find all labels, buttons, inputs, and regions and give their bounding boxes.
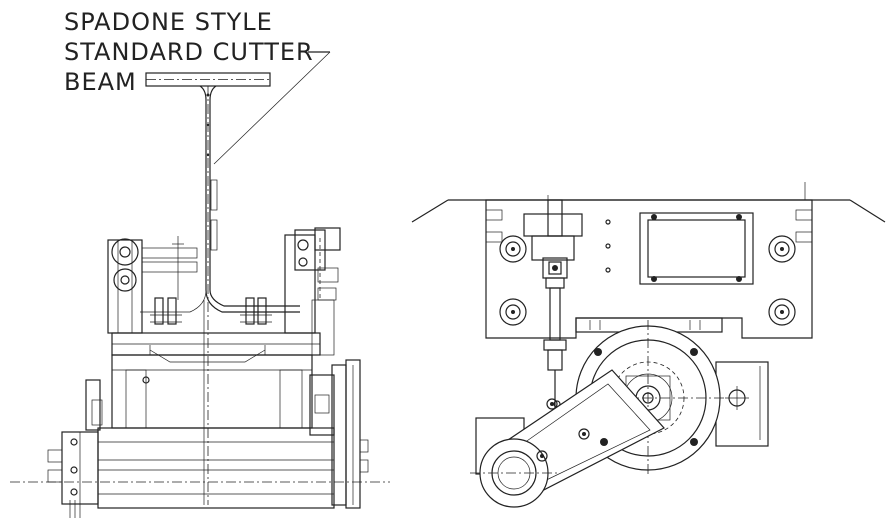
callout-line-1: SPADONE STYLE bbox=[64, 8, 273, 36]
cutter-beam-callout bbox=[145, 51, 331, 505]
front-elevation-view bbox=[10, 227, 390, 518]
callout-line-3: BEAM bbox=[64, 68, 137, 96]
callout-line-2: STANDARD CUTTER bbox=[64, 38, 314, 66]
side-elevation-view bbox=[411, 182, 886, 508]
